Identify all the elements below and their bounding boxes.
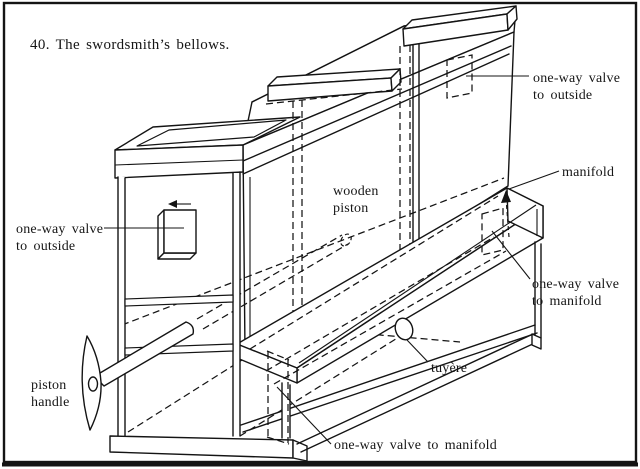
collar-band-midline <box>114 159 244 166</box>
base-plinth-end-cap <box>292 439 308 462</box>
manifold-top-inner-line <box>298 204 537 364</box>
hidden-piston-rod-lower <box>202 243 349 330</box>
leader-lines <box>104 75 560 445</box>
rim-line-3 <box>242 53 510 175</box>
base-plinth-band <box>109 435 294 459</box>
label-valve-manifold-bottom: one-way valve to manifold <box>334 438 497 453</box>
label-valve-manifold-right-line2: to manifold <box>532 294 602 309</box>
figure-text: 40. The swordsmith’s bellows. one-way va… <box>16 37 620 453</box>
base-end-cap-right <box>531 333 542 350</box>
front-valve-bottom-face <box>157 252 197 260</box>
far-cleat-end <box>506 5 518 31</box>
manifold-hidden-box-bottom <box>249 195 499 350</box>
piston-rod-and-handle <box>81 321 195 431</box>
hidden-rim-edge <box>265 88 403 105</box>
front-hidden-valve-top <box>266 350 290 361</box>
valve-outside-right-flap <box>446 54 473 99</box>
top-cleats <box>267 5 518 102</box>
label-piston-handle-line1: piston <box>31 378 66 393</box>
box-side-face <box>242 31 515 353</box>
right-leg <box>233 173 240 436</box>
manifold-front-support-leg <box>282 383 290 438</box>
hidden-rod-end-cap <box>340 233 352 247</box>
left-leg <box>118 177 125 437</box>
leader-manifold <box>508 170 560 190</box>
handle-hole <box>87 376 99 392</box>
hidden-edge-tuyere <box>239 336 400 437</box>
leader-valve-manifold-right <box>491 230 531 280</box>
leader-tuyere <box>406 339 429 363</box>
label-valve-outside-left-line1: one-way valve <box>16 222 103 237</box>
label-valve-outside-right-line2: to outside <box>533 88 592 103</box>
front-valve-plate <box>163 209 197 254</box>
front-valve-flap <box>157 200 197 260</box>
valve-motion-arrow-head <box>168 200 177 208</box>
valve-flow-arrow-head <box>501 190 511 203</box>
hidden-piston-rod-upper <box>196 234 343 320</box>
label-valve-outside-right-line1: one-way valve <box>533 71 620 86</box>
label-wooden-piston-line1: wooden <box>333 184 379 199</box>
top-collar-frame <box>114 116 301 179</box>
manifold-duct-dash-1 <box>265 236 495 372</box>
label-manifold: manifold <box>562 165 614 180</box>
label-tuyere: tuyère <box>431 361 467 376</box>
figure-caption: 40. The swordsmith’s bellows. <box>30 37 230 53</box>
mid-rail <box>124 294 234 307</box>
manifold-end-face <box>506 187 544 239</box>
valve-manifold-right-flap <box>481 207 504 256</box>
manifold-duct-dash-2 <box>273 250 507 385</box>
manifold-box <box>236 187 544 385</box>
label-piston-handle-line2: handle <box>31 395 70 410</box>
piston-rod <box>97 321 195 387</box>
tuyere-port <box>394 317 414 341</box>
front-valve-left-face <box>157 209 165 260</box>
label-valve-outside-left-line2: to outside <box>16 239 75 254</box>
base-rail-near-1 <box>296 333 534 445</box>
base-rail-far-2 <box>242 332 538 433</box>
label-wooden-piston-line2: piston <box>333 201 368 216</box>
rim-line-2 <box>242 45 512 162</box>
collar-front-band <box>114 144 244 179</box>
collar-inner-ring <box>136 119 287 147</box>
front-hidden-valve-bottom <box>266 436 290 445</box>
front-hidden-valve <box>266 350 290 445</box>
middle-cleat-end <box>390 68 402 92</box>
base-rail-near-2 <box>300 341 538 453</box>
leader-valve-manifold-bottom <box>276 386 332 445</box>
label-valve-manifold-right-line1: one-way valve <box>532 277 619 292</box>
